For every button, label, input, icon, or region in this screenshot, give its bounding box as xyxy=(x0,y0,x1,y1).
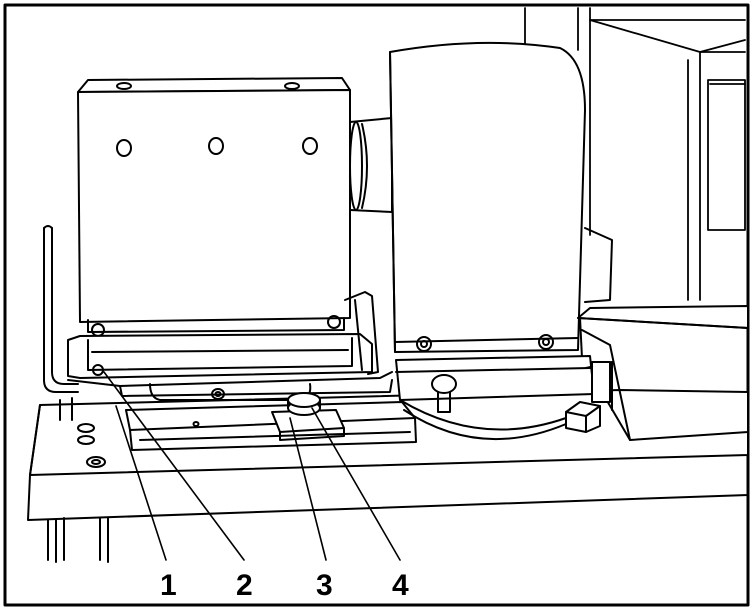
callout-label-3: 3 xyxy=(316,569,333,602)
right-box xyxy=(577,305,749,441)
rotary-base xyxy=(395,355,613,441)
callout-label-1: 1 xyxy=(160,569,177,602)
leader-line-4 xyxy=(311,407,401,561)
drive-cylinder xyxy=(349,117,393,213)
left-rod xyxy=(43,225,79,393)
callout-leaders xyxy=(103,371,401,561)
slide-rail xyxy=(125,383,417,451)
carriage-rail xyxy=(67,291,393,397)
leader-line-2 xyxy=(103,371,245,561)
table-legs xyxy=(47,517,109,563)
callout-label-4: 4 xyxy=(392,569,409,602)
leader-line-1 xyxy=(115,405,167,561)
leader-line-3 xyxy=(289,417,327,561)
callout-labels: 1 2 3 4 xyxy=(160,569,409,602)
background-cabinet xyxy=(524,7,746,301)
callout-label-2: 2 xyxy=(236,569,253,602)
rear-bracket xyxy=(584,227,613,303)
right-housing xyxy=(389,41,586,353)
left-housing xyxy=(77,77,351,337)
